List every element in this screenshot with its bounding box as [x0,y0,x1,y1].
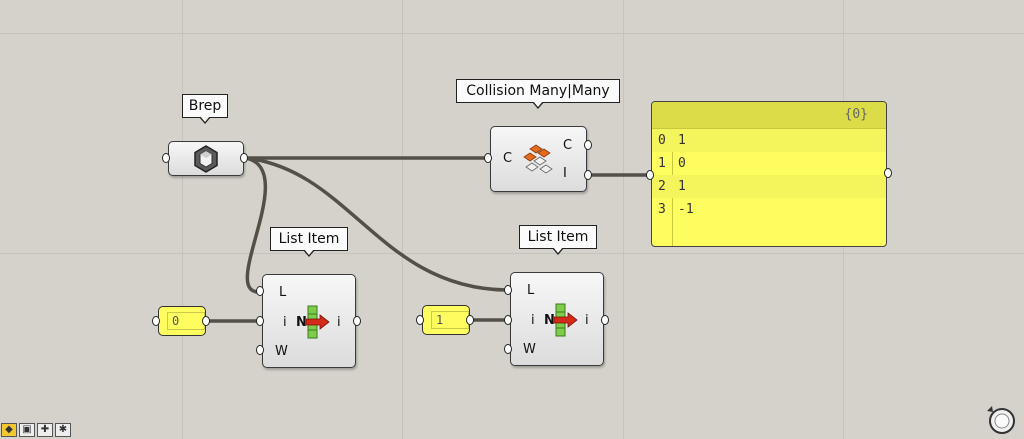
list-item-n-label: N [296,315,307,330]
canvas-toolbar: ◆ ▣ ✚ ✱ [0,423,81,439]
collision-many-many-component[interactable]: C C I [490,126,587,192]
input-l-label: L [527,283,535,298]
list-item-a-callout: List Item [270,227,348,257]
number-slider-a[interactable]: 0 [158,306,206,336]
brep-input-port[interactable] [162,153,170,163]
wire-brep-to-listitem-b [244,156,508,292]
output-c-label: C [563,138,573,153]
output-i-label: I [563,166,567,181]
collision-input-c-port[interactable] [484,153,492,163]
panel-row-value: 1 [678,133,686,148]
gumball-button[interactable]: ✚ [37,423,53,437]
preview-button[interactable]: ◆ [1,423,17,437]
brep-param[interactable] [168,141,244,176]
brep-callout: Brep [182,94,228,124]
list-item-b-input-w-port[interactable] [504,344,512,354]
panel-row-index: 2 [658,179,666,194]
input-c-label: C [503,151,513,166]
collision-boxes-icon [523,144,553,174]
list-item-b-input-i-port[interactable] [504,315,512,325]
panel-row-index: 3 [658,202,666,217]
list-item-b-component[interactable]: L i W N i [510,272,604,366]
input-i-label: i [531,313,535,328]
list-item-a-input-i-port[interactable] [256,316,264,326]
panel-header: {0} [652,102,886,129]
panel-row-value: 1 [678,179,686,194]
list-item-b-output-i-port[interactable] [601,315,609,325]
output-i-label: i [337,315,341,330]
grid-line [182,0,183,439]
collision-output-c-port[interactable] [584,140,592,150]
panel-row-value: -1 [678,202,694,217]
brep-output-port[interactable] [240,153,248,163]
wire-brep-to-listitem-a [244,156,268,294]
list-item-n-label: N [544,313,555,328]
bake-button[interactable]: ▣ [19,423,35,437]
slider-b-value[interactable]: 1 [431,311,469,329]
panel-row-index: 1 [658,156,666,171]
panel-row: 2 1 [652,175,886,198]
panel-path-label: {0} [844,107,868,122]
canvas-navigation-icon[interactable] [984,403,1018,437]
grid-line [623,0,624,439]
panel-row: 1 0 [652,152,886,175]
grid-line [402,0,403,439]
input-l-label: L [279,285,287,300]
output-panel[interactable]: {0} 0 1 1 0 2 1 3 -1 [651,101,887,247]
panel-input-port[interactable] [646,170,654,180]
list-item-a-input-w-port[interactable] [256,345,264,355]
list-item-arrow-icon [554,303,578,337]
slider-b-output-port[interactable] [466,315,474,325]
list-item-a-input-l-port[interactable] [256,286,264,296]
slider-a-left-port[interactable] [152,316,160,326]
list-item-a-component[interactable]: L i W N i [262,274,356,368]
panel-row: 0 1 [652,129,886,152]
list-item-arrow-icon [306,305,330,339]
panel-row: 3 -1 [652,198,886,221]
output-i-label: i [585,313,589,328]
collision-callout: Collision Many|Many [456,79,620,109]
hexagon-brep-icon [194,145,218,173]
settings-button[interactable]: ✱ [55,423,71,437]
input-i-label: i [283,315,287,330]
grid-line [0,253,1024,254]
list-item-b-callout: List Item [519,225,597,255]
input-w-label: W [275,344,288,359]
list-item-b-input-l-port[interactable] [504,285,512,295]
list-item-a-output-i-port[interactable] [353,316,361,326]
panel-output-port[interactable] [884,168,892,178]
panel-row-value: 0 [678,156,686,171]
grid-line [0,33,1024,34]
collision-output-i-port[interactable] [584,170,592,180]
number-slider-b[interactable]: 1 [422,305,470,335]
input-w-label: W [523,342,536,357]
panel-row-index: 0 [658,133,666,148]
slider-a-output-port[interactable] [202,316,210,326]
slider-a-value[interactable]: 0 [167,312,205,330]
slider-b-left-port[interactable] [416,315,424,325]
